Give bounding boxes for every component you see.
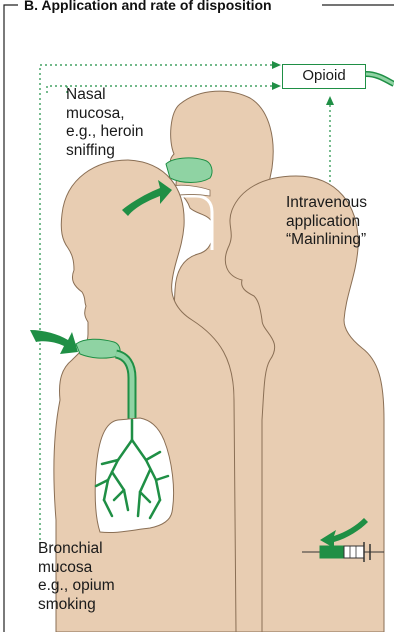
arrowhead-top [272,61,281,69]
arrowhead-iv [326,96,334,105]
section-title: B. Application and rate of disposition [20,0,276,13]
label-intravenous: Intravenous application “Mainlining” [286,194,367,250]
arrowhead-bottom [272,82,281,90]
label-bronchial-mucosa: Bronchial mucosa e.g., opium smoking [38,540,115,614]
opioid-box: Opioid [282,64,366,89]
middle-nasal-cavity [166,158,212,183]
label-nasal-mucosa: Nasal mucosa, e.g., heroin sniffing [66,86,144,160]
left-nasal-cavity [76,339,120,358]
arrow-bronchial [30,330,78,354]
lungs [95,418,173,533]
